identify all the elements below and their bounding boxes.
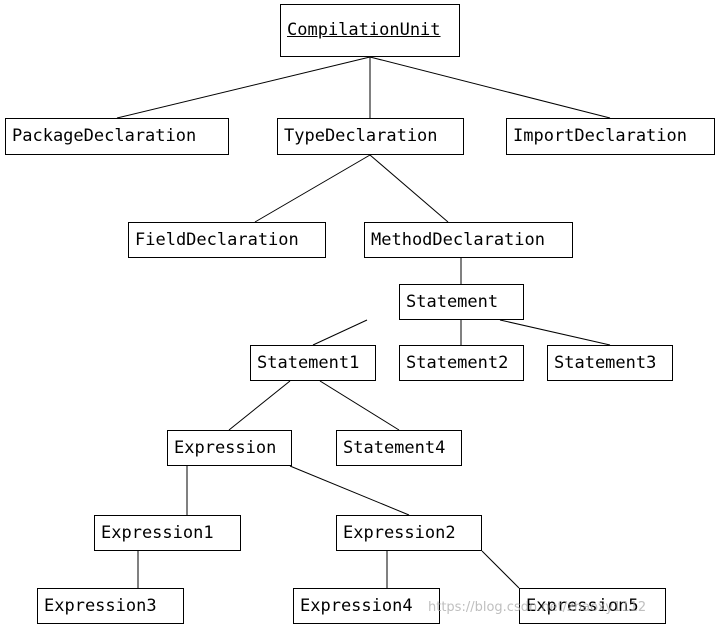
node-expression5: Expression5 [519, 588, 666, 624]
node-expression1: Expression1 [94, 515, 241, 551]
node-label: Expression3 [44, 595, 157, 616]
node-label: Expression1 [101, 522, 214, 543]
node-statement4: Statement4 [336, 430, 462, 466]
node-import-declaration: ImportDeclaration [506, 118, 715, 155]
node-label: Statement3 [554, 352, 657, 373]
edge-compilation-unit-to-import-declaration [369, 56, 611, 119]
node-label: Expression4 [300, 595, 413, 616]
node-label: Statement [406, 291, 499, 312]
edge-expression2-to-expression5 [481, 550, 520, 589]
node-label: Statement2 [406, 352, 509, 373]
edge-type-declaration-to-field-declaration [254, 154, 371, 223]
edge-type-declaration-to-method-declaration [369, 154, 449, 223]
edge-expression-to-expression2 [289, 465, 410, 516]
node-expression4: Expression4 [293, 588, 440, 624]
node-type-declaration: TypeDeclaration [277, 118, 464, 155]
node-statement: Statement [399, 284, 524, 320]
node-label: Statement1 [257, 352, 360, 373]
node-label: Expression [174, 437, 277, 458]
node-label: MethodDeclaration [371, 229, 545, 250]
node-compilation-unit: CompilationUnit [280, 4, 460, 57]
node-statement1: Statement1 [250, 345, 376, 381]
edge-compilation-unit-to-package-declaration [116, 56, 371, 119]
node-label: TypeDeclaration [284, 126, 438, 146]
node-label: FieldDeclaration [135, 229, 299, 250]
node-expression2: Expression2 [336, 515, 482, 551]
node-statement3: Statement3 [547, 345, 673, 381]
node-label: PackageDeclaration [12, 126, 197, 146]
node-label: CompilationUnit [287, 20, 441, 40]
node-label: Expression2 [343, 522, 456, 543]
node-label: Statement4 [343, 437, 446, 458]
edge-statement1-to-statement4 [319, 380, 400, 431]
edge-statement-to-statement1 [312, 319, 368, 346]
edge-statement1-to-expression [228, 380, 291, 431]
node-statement2: Statement2 [399, 345, 524, 381]
edge-statement-to-statement3 [499, 319, 611, 346]
node-expression3: Expression3 [37, 588, 184, 624]
node-package-declaration: PackageDeclaration [5, 118, 229, 155]
node-label: Expression5 [526, 595, 639, 616]
node-expression: Expression [167, 430, 292, 466]
node-label: ImportDeclaration [513, 126, 687, 146]
node-field-declaration: FieldDeclaration [128, 222, 326, 258]
node-method-declaration: MethodDeclaration [364, 222, 573, 258]
